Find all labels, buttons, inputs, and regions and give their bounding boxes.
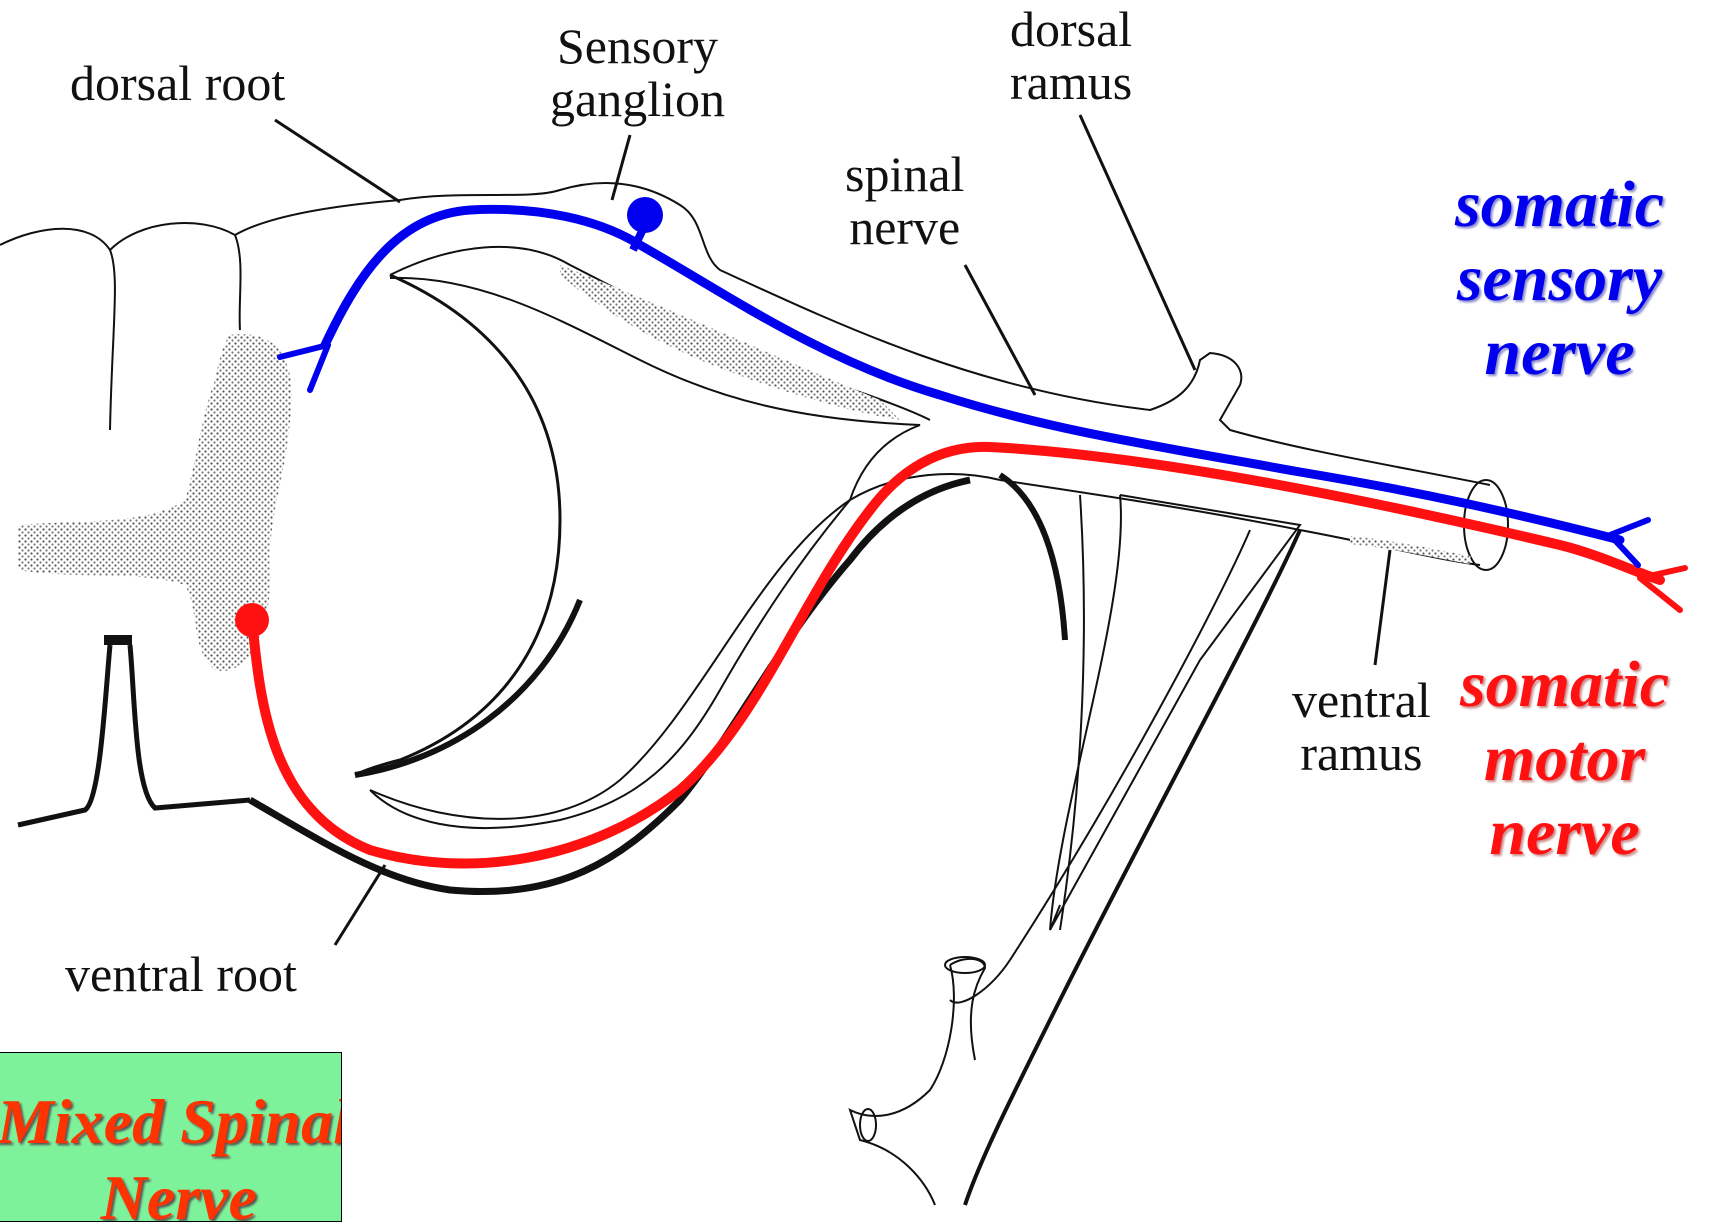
mixed-spinal-nerve-title-box: Mixed Spinal Nerve — [0, 1052, 342, 1222]
motor-neuron-soma — [235, 603, 269, 637]
leader-dorsal-root — [275, 120, 400, 202]
leader-ganglion — [612, 135, 630, 200]
ventral-root-label: ventral root — [65, 948, 297, 1001]
title-line-2: Nerve — [0, 1163, 257, 1222]
ventral-ramus-lower — [965, 530, 1300, 1205]
leader-spinal-nerve — [965, 265, 1035, 395]
inner-oval — [355, 275, 560, 775]
ventral-fissure — [18, 645, 250, 825]
leader-dorsal-ramus — [1080, 115, 1195, 370]
motor-nerve-path — [252, 447, 1660, 864]
ventral-ramus-branch — [1050, 495, 1300, 930]
leader-ventral-root — [335, 865, 385, 945]
dorsal-ramus-label: dorsal ramus — [1010, 3, 1132, 109]
lower-branch-shape — [850, 959, 985, 1205]
ventral-ramus-shadow — [1000, 475, 1065, 640]
leader-ventral-ramus — [1375, 550, 1390, 665]
ventral-root-inner — [370, 474, 1000, 819]
fissure-mark — [104, 635, 132, 645]
ventral-ramus-label: ventral ramus — [1292, 674, 1431, 780]
somatic-motor-nerve-label: somatic motor nerve — [1460, 648, 1669, 870]
motor-terminal-fork — [1640, 568, 1685, 610]
sensory-ganglion-label: Sensory ganglion — [550, 20, 725, 126]
spinal-nerve-label: spinal nerve — [845, 148, 964, 254]
dorsal-root-label: dorsal root — [70, 57, 285, 110]
oval-shadow — [355, 600, 580, 775]
sensory-receptor-fork — [280, 345, 1648, 565]
title-line-1: Mixed Spinal — [0, 1087, 337, 1157]
somatic-sensory-nerve-label: somatic sensory nerve — [1455, 168, 1664, 390]
